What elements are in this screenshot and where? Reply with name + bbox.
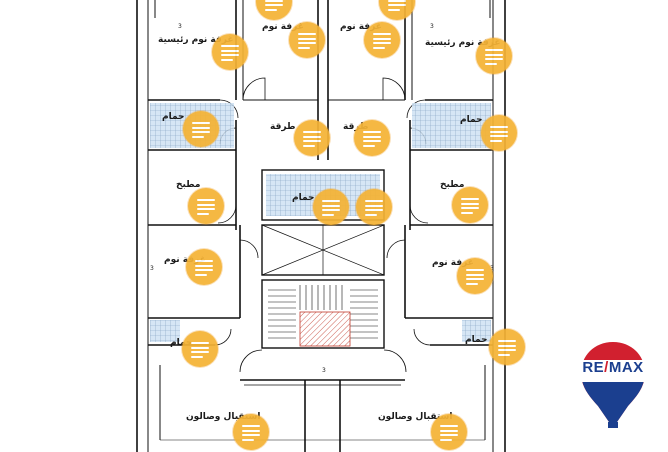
- note-lines-icon[interactable]: [356, 189, 392, 225]
- note-lines-icon[interactable]: [364, 22, 400, 58]
- room-label-hall-right: طرقة: [343, 122, 369, 132]
- room-label-bathroom-left: حمام: [162, 112, 185, 122]
- note-lines-icon[interactable]: [457, 258, 493, 294]
- note-lines-icon[interactable]: [289, 22, 325, 58]
- note-lines-icon[interactable]: [476, 38, 512, 74]
- svg-text:3: 3: [178, 23, 182, 30]
- note-lines-icon[interactable]: [354, 120, 390, 156]
- note-lines-icon[interactable]: [183, 111, 219, 147]
- note-lines-icon[interactable]: [212, 34, 248, 70]
- room-label-reception-right: استقبال وصالون: [378, 412, 453, 422]
- room-label-kitchen-right: مطبخ: [440, 180, 465, 190]
- note-lines-icon[interactable]: [182, 331, 218, 367]
- room-label-bedroom-mid-left: غرفة نوم: [164, 255, 206, 265]
- room-label-master-bedroom-right: غرفة نوم رئيسية: [425, 38, 501, 48]
- svg-text:3: 3: [150, 265, 154, 272]
- room-label-bedroom-top-right: غرفة نوم: [340, 22, 382, 32]
- note-lines-icon[interactable]: [452, 187, 488, 223]
- room-label-bathroom-lower-right: حمام: [465, 335, 488, 345]
- note-lines-icon[interactable]: [489, 329, 525, 365]
- note-lines-icon[interactable]: [481, 115, 517, 151]
- remax-logo-text: RE/MAX: [578, 359, 648, 376]
- logo-text-slash: /: [604, 359, 609, 376]
- room-label-bathroom-right: حمام: [460, 115, 483, 125]
- note-lines-icon[interactable]: [188, 188, 224, 224]
- room-label-bedroom-mid-right: غرفة نوم: [432, 258, 474, 268]
- svg-text:3: 3: [322, 367, 326, 374]
- note-lines-icon[interactable]: [233, 414, 269, 450]
- svg-text:3: 3: [430, 23, 434, 30]
- room-label-bedroom-top-left: غرفة نوم: [262, 22, 304, 32]
- room-label-master-bedroom-left: غرفة نوم رئيسية: [158, 35, 234, 45]
- room-label-kitchen-left: مطبخ: [176, 180, 201, 190]
- room-label-bathroom-center: حمام: [292, 193, 315, 203]
- logo-text-max: MAX: [608, 359, 644, 376]
- room-label-hall-left: طرقة: [270, 122, 296, 132]
- note-lines-icon[interactable]: [379, 0, 415, 20]
- room-label-reception-left: استقبال وصالون: [186, 412, 261, 422]
- note-lines-icon[interactable]: [256, 0, 292, 20]
- remax-balloon-logo: [580, 342, 646, 428]
- svg-text:3: 3: [490, 265, 494, 272]
- logo-text-re: RE: [582, 359, 605, 376]
- room-label-bathroom-lower-left: حمام: [170, 338, 193, 348]
- note-lines-icon[interactable]: [313, 189, 349, 225]
- note-lines-icon[interactable]: [294, 120, 330, 156]
- note-lines-icon[interactable]: [186, 249, 222, 285]
- note-lines-icon[interactable]: [431, 414, 467, 450]
